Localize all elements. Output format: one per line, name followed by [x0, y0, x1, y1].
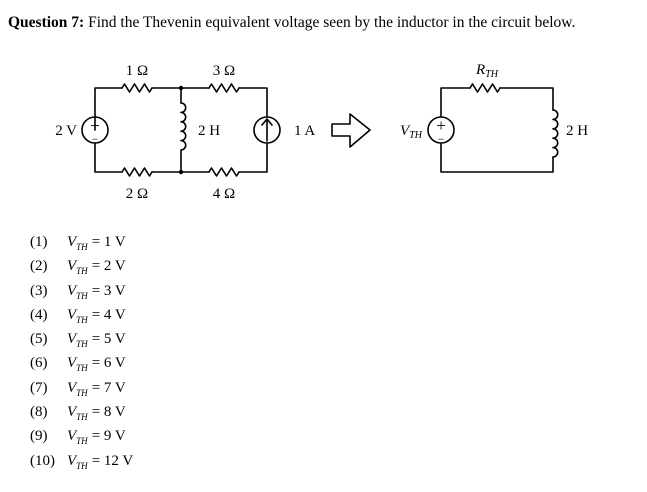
- equiv-top-wire-right: [499, 87, 554, 111]
- answer-options: (1)VTH= 1 V (2)VTH= 2 V (3)VTH= 3 V (4)V…: [30, 230, 133, 473]
- top-wire-right: [238, 87, 268, 117]
- answer-option[interactable]: (6)VTH= 6 V: [30, 355, 126, 374]
- resistor-4-zigzag: [208, 167, 240, 177]
- answer-option[interactable]: (1)VTH= 1 V: [30, 234, 126, 252]
- question-body: Find the Thevenin equivalent voltage see…: [88, 14, 576, 31]
- equiv-inductor-coils: [552, 109, 559, 158]
- vth-plus: +: [436, 116, 446, 135]
- equiv-inductor-label: 2 H: [566, 123, 588, 139]
- bottom-wire-left: [94, 142, 123, 173]
- answer-option[interactable]: (4)VTH= 4 V: [30, 306, 126, 325]
- inductor-coils: [180, 102, 187, 151]
- junction-dot-top: [178, 85, 184, 91]
- resistor-4-label: 4 Ω: [213, 186, 235, 202]
- question-text: Question 7: Find the Thevenin equivalent…: [8, 14, 575, 32]
- current-source-label: 1 A: [294, 123, 315, 139]
- vth-source-circle: [427, 116, 455, 144]
- current-source-circle: [253, 116, 281, 144]
- circuit-diagram: + − + − 1 Ω 3 Ω 2 Ω 4 Ω 2 V 2 H 1 A 2 H …: [55, 62, 588, 202]
- resistor-3-label: 3 Ω: [213, 63, 235, 79]
- vsource-plus: +: [90, 116, 100, 135]
- voltage-source-label: 2 V: [55, 123, 77, 139]
- voltage-source-circle: [81, 116, 109, 144]
- inductor-label: 2 H: [198, 123, 220, 139]
- vsource-minus: −: [92, 132, 99, 146]
- current-arrow: [261, 118, 273, 142]
- resistor-3-zigzag: [208, 83, 240, 93]
- rth-zigzag: [469, 83, 501, 93]
- answer-option[interactable]: (3)VTH= 3 V: [30, 282, 126, 301]
- junction-dot-bottom: [178, 169, 184, 175]
- vth-minus: −: [438, 132, 445, 146]
- resistor-2-zigzag: [121, 167, 153, 177]
- answer-option[interactable]: (2)VTH= 2 V: [30, 258, 126, 277]
- answer-option[interactable]: (5)VTH= 5 V: [30, 331, 126, 350]
- answer-option[interactable]: (8)VTH= 8 V: [30, 404, 126, 423]
- answer-option[interactable]: (10)VTH= 12 V: [30, 452, 134, 471]
- answer-option[interactable]: (7)VTH= 7 V: [30, 379, 126, 398]
- rth-label: RTH: [475, 62, 499, 80]
- bottom-wire-right: [238, 143, 268, 173]
- answer-option[interactable]: (9)VTH= 9 V: [30, 428, 126, 447]
- top-wire-left: [94, 87, 123, 131]
- question-label: Question 7:: [8, 14, 85, 31]
- equivalence-arrow: [331, 113, 371, 148]
- equiv-bottom-wire: [440, 143, 554, 173]
- equiv-top-wire-left: [440, 87, 471, 117]
- resistor-2-label: 2 Ω: [126, 186, 148, 202]
- resistor-1-zigzag: [121, 83, 153, 93]
- resistor-1-label: 1 Ω: [126, 63, 148, 79]
- vth-label: VTH: [400, 123, 423, 141]
